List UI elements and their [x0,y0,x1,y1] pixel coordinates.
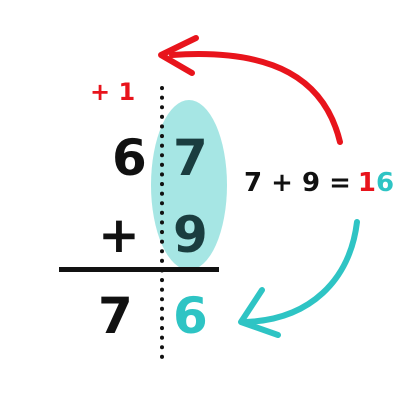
carry-label: + 1 [90,78,136,106]
carry-arrowhead [158,35,199,76]
bottom-ones-digit: 9 [173,206,208,264]
plus-sign: + [98,206,140,264]
side-equation-sum-ones: 6 [376,168,395,198]
carry-arrow [169,51,343,145]
top-ones-digit: 7 [173,129,208,187]
result-tens-digit: 7 [98,287,133,345]
ones-column-highlight [151,100,227,270]
side-equation-left: 7 + 9 = [244,168,351,198]
sum-line [59,267,219,272]
ones-arrowhead [238,287,281,338]
ones-arrow [242,219,360,325]
top-tens-digit: 6 [112,129,147,187]
result-ones-digit: 6 [173,287,208,345]
side-equation-sum-tens: 1 [357,168,377,198]
side-equation: 7 + 9 =16 [244,170,394,196]
